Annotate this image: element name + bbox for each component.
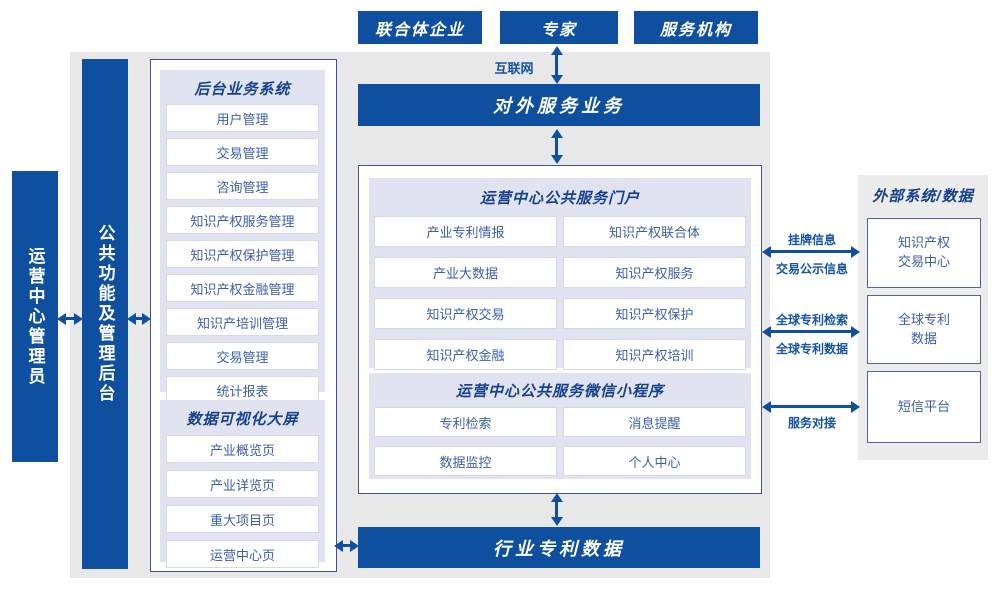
list-item: 重大项目页 (166, 505, 319, 533)
list-item: 运营中心页 (166, 540, 319, 568)
list-item: 咨询管理 (166, 172, 319, 200)
list-item: 知识产权保护管理 (166, 240, 319, 268)
rail-backend-arrow-icon (136, 317, 142, 320)
list-item: 知识产权培训 (563, 339, 746, 370)
internet-arrow-icon (555, 55, 558, 75)
external-system-ip-trading-center: 知识产权 交易中心 (867, 218, 981, 288)
external-system-sms-platform: 短信平台 (867, 371, 981, 443)
list-item: 知识产权服务管理 (166, 206, 319, 234)
list-item: 交易管理 (166, 342, 319, 370)
actor-expert: 专家 (500, 11, 618, 44)
link-arrow-global-patent-icon (771, 330, 851, 333)
mini-program-grid: 专利检索 消息提醒 数据监控 个人中心 (369, 401, 751, 476)
link-label-service-connection: 服务对接 (787, 416, 836, 430)
link-arrow-sms-icon (771, 405, 851, 408)
list-item: 专利检索 (374, 407, 557, 437)
portal-to-industry-arrow-icon (555, 502, 558, 517)
link-arrow-trading-center-icon (771, 250, 851, 253)
list-item: 用户管理 (166, 104, 319, 132)
list-item: 知识产权保护 (563, 298, 746, 329)
external-service-bar: 对外服务业务 (358, 84, 760, 126)
link-label-trade-publicity-info: 交易公示信息 (775, 262, 848, 276)
list-item: 知识产权金融 (374, 339, 557, 370)
dashboard-panel: 数据可视化大屏 产业概览页 产业详览页 重大项目页 运营中心页 (160, 400, 325, 568)
external-panel-title: 外部系统/数据 (872, 188, 974, 205)
link-label-global-patent-search: 全球专利检索 (775, 313, 848, 327)
list-item: 产业详览页 (166, 470, 319, 498)
list-item: 产业大数据 (374, 257, 557, 288)
list-item: 产业概览页 (166, 435, 319, 463)
admin-rail-arrow-icon (66, 317, 74, 320)
backend-system-panel: 后台业务系统 用户管理 交易管理 咨询管理 知识产权服务管理 知识产权保护管理 … (160, 70, 325, 404)
external-system-global-patent-data: 全球专利 数据 (867, 295, 981, 364)
list-item: 知识产权联合体 (563, 216, 746, 247)
list-item: 产业专利情报 (374, 216, 557, 247)
list-item: 消息提醒 (563, 407, 746, 437)
list-item: 数据监控 (374, 446, 557, 476)
dashboard-title: 数据可视化大屏 (186, 411, 299, 428)
list-item: 个人中心 (563, 446, 746, 476)
list-item: 交易管理 (166, 138, 319, 166)
actor-consortium-enterprise: 联合体企业 (358, 11, 482, 44)
dashboard-to-industry-arrow-icon (343, 544, 350, 547)
rail-public-functions-backend: 公共功能及管理后台 (82, 59, 128, 569)
internet-label: 互联网 (494, 61, 534, 76)
portal-container: 运营中心公共服务门户 产业专利情报 知识产权联合体 产业大数据 知识产权服务 知… (358, 165, 762, 494)
mini-program-panel: 运营中心公共服务微信小程序 专利检索 消息提醒 数据监控 个人中心 (369, 373, 751, 479)
backend-system-title: 后台业务系统 (194, 81, 291, 98)
mini-program-title: 运营中心公共服务微信小程序 (455, 383, 664, 400)
dashboard-list: 产业概览页 产业详览页 重大项目页 运营中心页 (160, 429, 325, 568)
portal-panel: 运营中心公共服务门户 产业专利情报 知识产权联合体 产业大数据 知识产权服务 知… (369, 178, 751, 370)
rail-operations-center-admin: 运营中心管理员 (12, 171, 58, 462)
portal-title: 运营中心公共服务门户 (479, 190, 640, 207)
link-label-listing-info: 挂牌信息 (787, 233, 836, 247)
list-item: 知识产培训管理 (166, 308, 319, 336)
backend-container: 后台业务系统 用户管理 交易管理 咨询管理 知识产权服务管理 知识产权保护管理 … (150, 59, 337, 572)
list-item: 知识产权服务 (563, 257, 746, 288)
portal-grid: 产业专利情报 知识产权联合体 产业大数据 知识产权服务 知识产权交易 知识产权保… (369, 208, 751, 370)
bar-to-portal-arrow-icon (555, 138, 558, 155)
actor-service-organization: 服务机构 (634, 11, 758, 44)
list-item: 知识产权金融管理 (166, 274, 319, 302)
link-label-global-patent-data: 全球专利数据 (775, 342, 848, 356)
list-item: 知识产权交易 (374, 298, 557, 329)
backend-system-list: 用户管理 交易管理 咨询管理 知识产权服务管理 知识产权保护管理 知识产权金融管… (160, 99, 325, 404)
industry-patent-data-bar: 行业专利数据 (358, 527, 760, 568)
